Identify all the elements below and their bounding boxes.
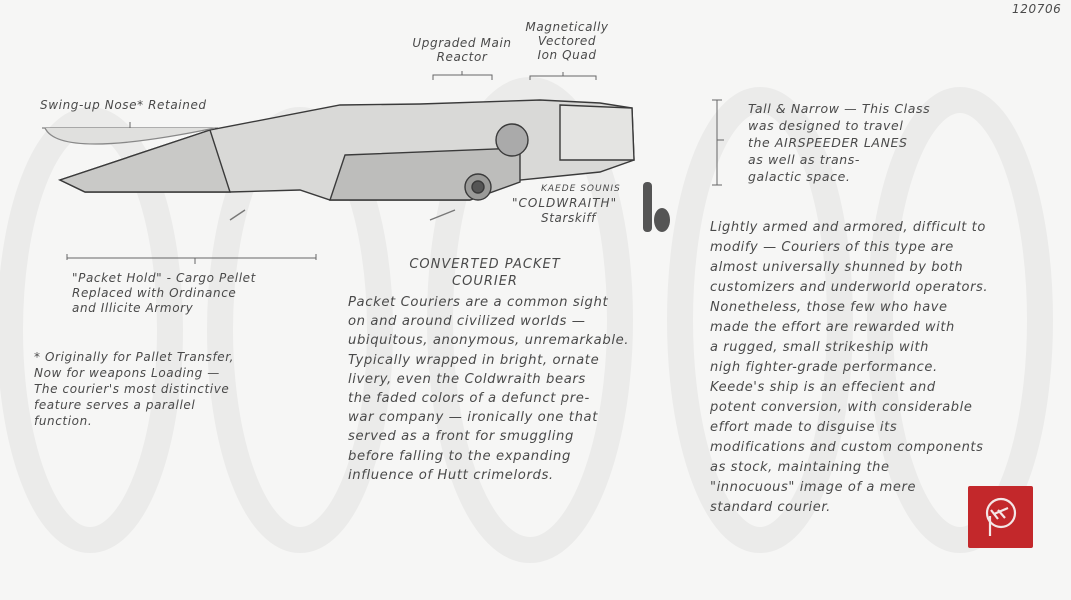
seal-glyph-icon bbox=[985, 497, 1017, 536]
text-line: on and around civilized worlds — bbox=[348, 314, 586, 330]
note-line: function. bbox=[34, 414, 93, 428]
text-line: war company — ironically one that bbox=[348, 410, 598, 426]
text-line: modify — Couriers of this type are bbox=[710, 240, 954, 255]
droid-figure bbox=[654, 208, 670, 232]
note-line: the AIRSPEEDER LANES bbox=[748, 135, 908, 150]
title-line: CONVERTED PACKET bbox=[409, 257, 561, 272]
ship-hull bbox=[44, 99, 635, 221]
text-line: nigh fighter-grade performance. bbox=[710, 360, 938, 375]
text-line: almost universally shunned by both bbox=[710, 260, 964, 275]
callout-line: Ion Quad bbox=[537, 48, 597, 62]
text-line: the faded colors of a defunct pre- bbox=[348, 391, 590, 407]
nose-bracket bbox=[42, 122, 218, 129]
text-line: customizers and underworld operators. bbox=[710, 280, 989, 295]
text-line: livery, even the Coldwraith bears bbox=[348, 371, 586, 387]
text-line: Lightly armed and armored, difficult to bbox=[710, 220, 986, 235]
note-line: was designed to travel bbox=[748, 118, 904, 133]
center-description: Packet Couriers are a common sight on an… bbox=[348, 293, 629, 485]
ion-quad-bracket bbox=[529, 72, 597, 80]
note-line: * Originally for Pallet Transfer, bbox=[34, 350, 235, 364]
note-line: "Packet Hold" - Cargo Pellet bbox=[72, 271, 256, 285]
note-line: and Illicite Armory bbox=[72, 301, 194, 315]
ship-name: "COLDWRAITH" bbox=[512, 196, 618, 210]
figures bbox=[643, 182, 670, 232]
note-line: Tall & Narrow — This Class bbox=[748, 101, 931, 116]
title-line: COURIER bbox=[452, 274, 518, 289]
note-line: The courier's most distinctive bbox=[34, 382, 230, 396]
note-line: Replaced with Ordinance bbox=[72, 286, 237, 300]
text-line: effort made to disguise its bbox=[710, 420, 898, 435]
text-line: "innocuous" image of a mere bbox=[710, 480, 917, 495]
text-line: potent conversion, with considerable bbox=[710, 400, 973, 415]
callout-line: Magnetically bbox=[525, 20, 609, 34]
text-line: Keede's ship is an effecient and bbox=[710, 380, 936, 395]
tall-narrow-note: Tall & Narrow — This Class was designed … bbox=[748, 100, 930, 185]
callout-line: Vectored bbox=[537, 34, 597, 48]
ion-quad-callout: Magnetically Vectored Ion Quad bbox=[512, 20, 622, 62]
ship-class: Starskiff bbox=[541, 211, 596, 225]
text-line: ubiquitous, anonymous, unremarkable. bbox=[348, 333, 630, 349]
text-line: Nonetheless, those few who have bbox=[710, 300, 948, 315]
text-line: served as a front for smuggling bbox=[348, 429, 574, 445]
nose-callout: Swing-up Nose* Retained bbox=[40, 98, 207, 112]
page-title: CONVERTED PACKET COURIER bbox=[395, 256, 575, 290]
artist-seal bbox=[968, 486, 1033, 548]
text-line: a rugged, small strikeship with bbox=[710, 340, 930, 355]
note-line: as well as trans- bbox=[748, 152, 860, 167]
date-stamp: 120706 bbox=[1012, 2, 1062, 16]
reactor-bracket bbox=[432, 71, 493, 80]
text-line: influence of Hutt crimelords. bbox=[348, 467, 554, 483]
reactor-callout: Upgraded Main Reactor bbox=[392, 36, 532, 64]
text-line: modifications and custom components bbox=[710, 440, 984, 455]
right-description: Lightly armed and armored, difficult to … bbox=[710, 218, 988, 518]
packet-hold-note: "Packet Hold" - Cargo Pellet Replaced wi… bbox=[72, 271, 256, 316]
text-line: before falling to the expanding bbox=[348, 448, 571, 464]
text-line: made the effort are rewarded with bbox=[710, 320, 955, 335]
note-line: galactic space. bbox=[748, 169, 851, 184]
pilot-figure bbox=[643, 182, 652, 232]
tall-bracket bbox=[712, 99, 724, 186]
note-line: feature serves a parallel bbox=[34, 398, 196, 412]
text-line: Packet Couriers are a common sight bbox=[348, 295, 609, 310]
callout-line: Reactor bbox=[436, 50, 488, 64]
note-line: Now for weapons Loading — bbox=[34, 366, 220, 380]
text-line: Typically wrapped in bright, ornate bbox=[348, 352, 600, 368]
text-line: standard courier. bbox=[710, 500, 831, 515]
hold-bracket bbox=[66, 254, 317, 264]
text-line: as stock, maintaining the bbox=[710, 460, 890, 475]
pilot-name: KAEDE SOUNIS bbox=[541, 184, 621, 194]
footnote: * Originally for Pallet Transfer, Now fo… bbox=[34, 349, 234, 429]
callout-line: Upgraded Main bbox=[412, 36, 512, 50]
